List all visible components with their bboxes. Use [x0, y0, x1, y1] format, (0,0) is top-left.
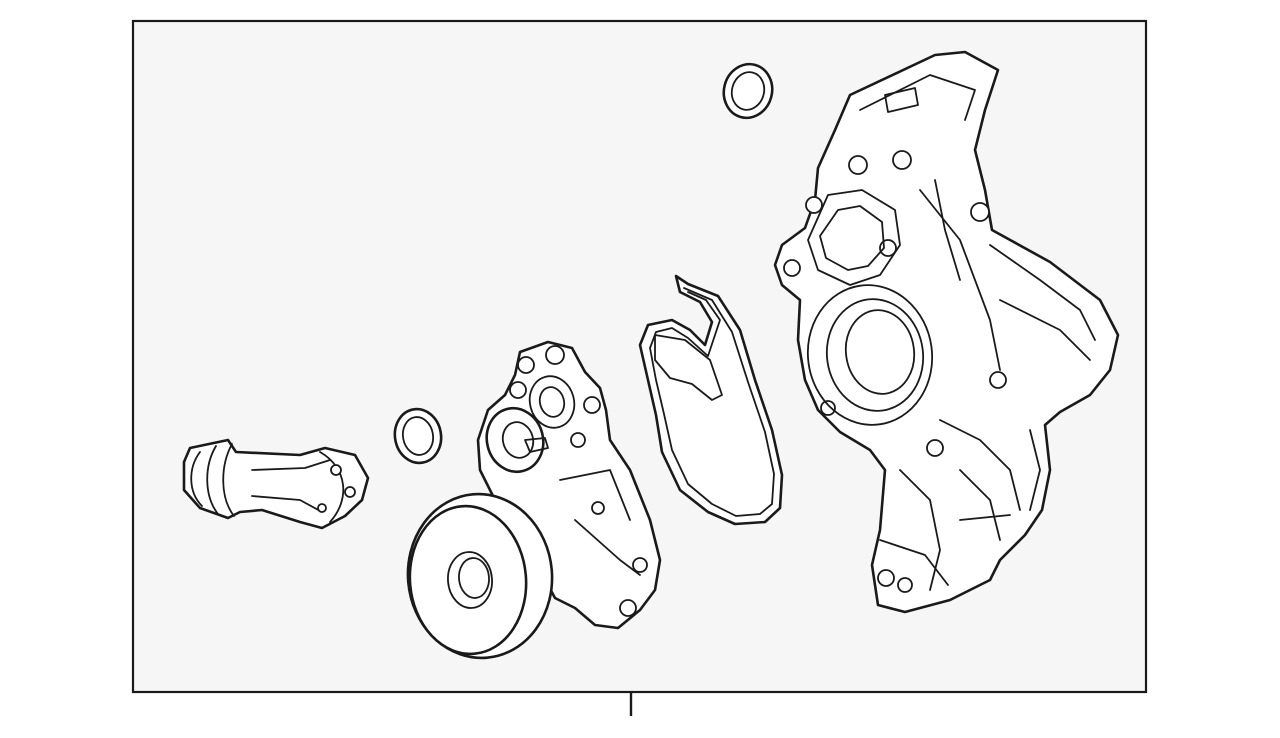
- upper-o-ring-icon: [722, 62, 774, 120]
- pump-housing-icon: [773, 50, 1120, 614]
- small-o-ring-icon: [393, 407, 443, 465]
- water-pump-icon: [406, 340, 662, 660]
- outlet-pipe-icon: [182, 438, 370, 530]
- pump-gasket-icon: [638, 274, 784, 526]
